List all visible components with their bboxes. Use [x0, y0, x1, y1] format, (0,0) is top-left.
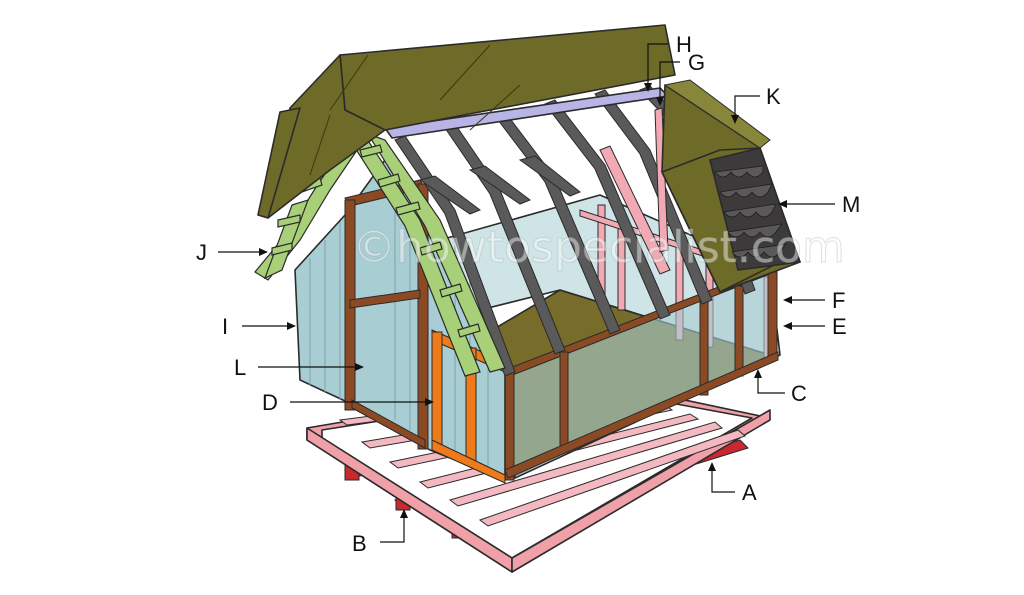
label-e: E [832, 314, 847, 339]
label-m: M [842, 192, 860, 217]
callout-m [778, 200, 835, 208]
callout-h [644, 43, 668, 92]
callout-labels: A B C D E F G H I J K L M [196, 32, 860, 556]
label-f: F [832, 288, 845, 313]
label-h: H [676, 32, 692, 57]
callout-l [258, 363, 364, 371]
callout-b [380, 509, 408, 543]
callout-e [783, 322, 825, 330]
callout-k [731, 95, 760, 124]
callout-f [783, 296, 825, 304]
label-g: G [688, 50, 705, 75]
callout-d [290, 398, 434, 406]
callout-a [708, 462, 735, 493]
callout-c [754, 369, 785, 394]
watermark: ©howtospecialist.com [352, 222, 845, 273]
shingles [709, 147, 801, 271]
callout-g [656, 61, 680, 106]
label-b: B [352, 531, 367, 556]
label-d: D [262, 390, 278, 415]
label-i: I [222, 314, 228, 339]
callouts [218, 43, 835, 543]
label-j: J [196, 240, 207, 265]
callout-i [242, 322, 296, 330]
label-c: C [791, 381, 807, 406]
label-l: L [234, 355, 246, 380]
label-a: A [742, 480, 757, 505]
label-k: K [766, 84, 781, 109]
callout-j [218, 248, 268, 256]
